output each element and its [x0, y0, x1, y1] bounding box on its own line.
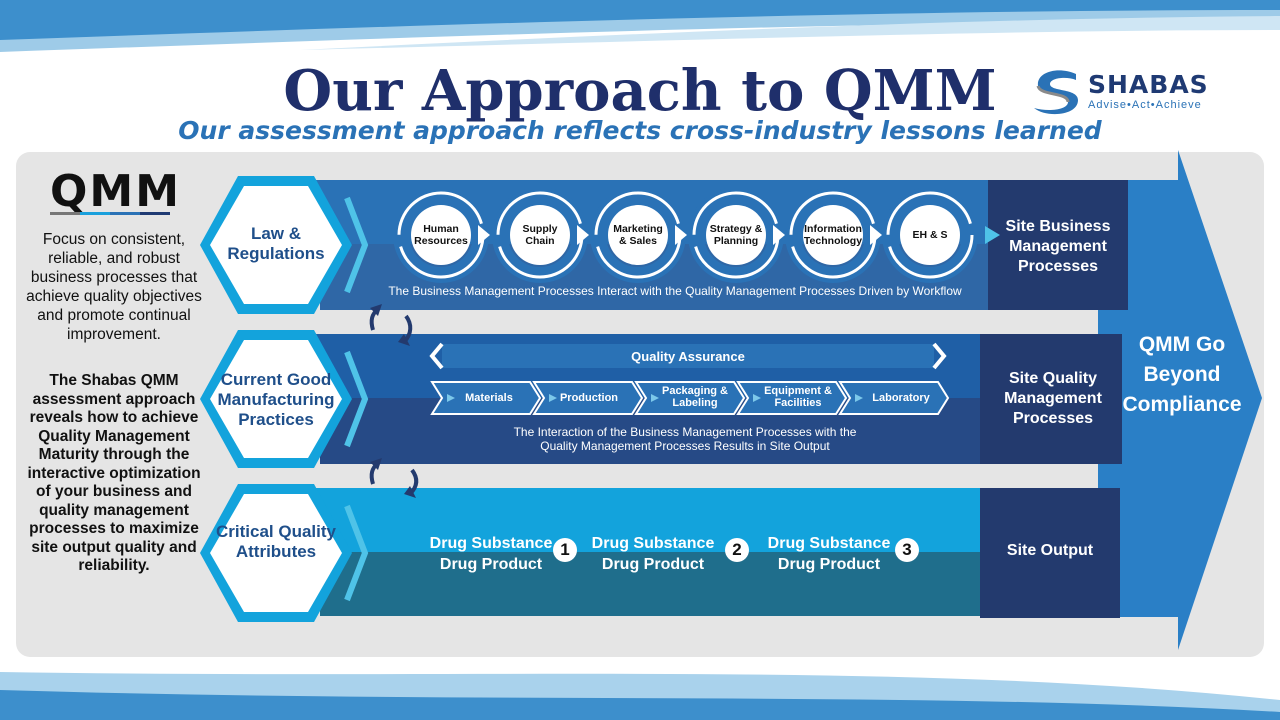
- quality-caption-line2: Quality Management Processes Results in …: [540, 439, 830, 453]
- hex-label-cgmp: Current Good Manufacturing Practices: [217, 370, 335, 429]
- sidebar-heading-underline: [50, 212, 170, 215]
- logo-mark-icon: [1034, 70, 1078, 115]
- shabas-logo: SHABAS Advise•Act•Achieve: [1028, 66, 1228, 116]
- output-item-1-number: 1: [553, 538, 577, 562]
- row-output-band-top: [260, 488, 982, 552]
- row-business-end-box: [988, 180, 1128, 310]
- logo-name: SHABAS: [1088, 70, 1209, 99]
- output-item-3-number: 3: [895, 538, 919, 562]
- circle-label-ehs: EH & S: [912, 229, 948, 241]
- output-item-1-line2: Drug Product: [439, 556, 543, 573]
- circle-label-hr: Human Resources: [414, 223, 468, 247]
- circle-label-strategy: Strategy & Planning: [709, 223, 763, 247]
- business-caption: The Business Management Processes Intera…: [388, 284, 962, 298]
- sidebar-approach-text: The Shabas QMM assessment approach revea…: [27, 372, 201, 574]
- end-label-output: Site Output: [1006, 542, 1094, 559]
- process-label-packaging: Packaging & Labeling: [661, 385, 729, 409]
- page-title: Our Approach to QMM: [283, 58, 997, 124]
- row-output-end-box: [980, 488, 1120, 618]
- process-label-production: Production: [559, 392, 619, 404]
- end-label-quality: Site Quality Management Processes: [1004, 370, 1102, 427]
- page-subtitle: Our assessment approach reflects cross-i…: [178, 116, 1102, 145]
- sidebar-heading: QMM: [50, 166, 181, 217]
- output-item-2-number: 2: [725, 538, 749, 562]
- row-quality-end-box: [980, 334, 1122, 464]
- qa-label: Quality Assurance: [631, 349, 745, 364]
- sidebar-focus-text: Focus on consistent, reliable, and robus…: [26, 231, 202, 343]
- logo-tagline: Advise•Act•Achieve: [1088, 99, 1202, 111]
- output-item-3: Drug Substance Drug Product: [766, 533, 892, 575]
- big-arrow: [1098, 150, 1262, 650]
- output-item-2-line1: Drug Substance: [591, 535, 715, 552]
- process-label-laboratory: Laboratory: [872, 392, 930, 404]
- output-item-2: Drug Substance Drug Product: [590, 533, 716, 575]
- output-item-3-line2: Drug Product: [777, 556, 881, 573]
- circle-label-marketing: Marketing & Sales: [613, 223, 663, 247]
- end-label-business: Site Business Management Processes: [1005, 218, 1111, 275]
- row-output-band-bottom: [320, 552, 982, 616]
- output-item-1: Drug Substance Drug Product: [428, 533, 554, 575]
- output-item-1-line1: Drug Substance: [429, 535, 553, 552]
- hex-label-law: Law & Regulations: [227, 224, 325, 263]
- quality-caption-line1: The Interaction of the Business Manageme…: [513, 425, 857, 439]
- output-item-3-line1: Drug Substance: [767, 535, 891, 552]
- process-label-equipment: Equipment & Facilities: [764, 385, 832, 409]
- output-item-2-line2: Drug Product: [601, 556, 705, 573]
- circle-label-it: Information Technology: [803, 223, 863, 247]
- big-arrow-text: QMM Go Beyond Compliance: [1122, 333, 1242, 416]
- circle-label-supply: Supply Chain: [522, 223, 558, 247]
- process-label-materials: Materials: [465, 392, 513, 404]
- hex-label-cqa: Critical Quality Attributes: [216, 522, 336, 561]
